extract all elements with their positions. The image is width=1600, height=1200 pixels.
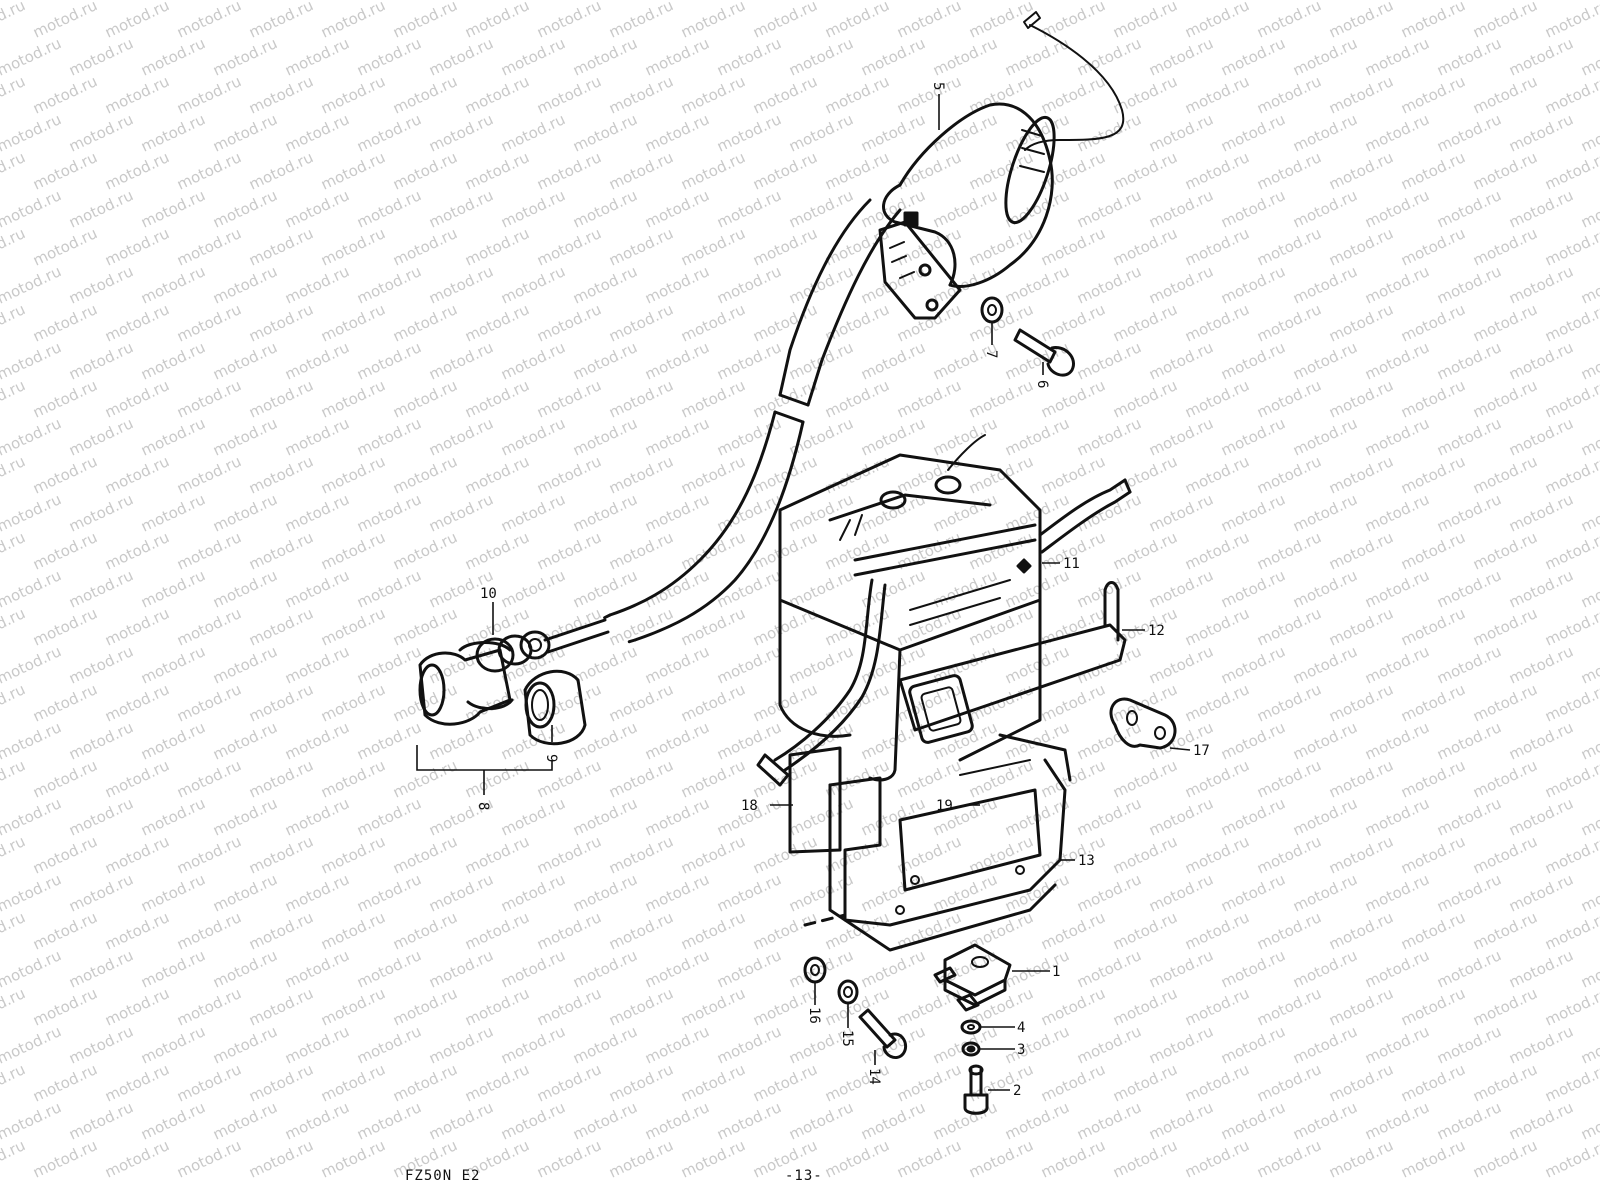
regulator-unit <box>933 943 1012 1012</box>
callout-12: 12 <box>1148 623 1165 639</box>
small-screw <box>963 1064 989 1115</box>
callout-19: 19 <box>936 798 953 814</box>
callout-18: 18 <box>741 798 758 814</box>
callout-1: 1 <box>1052 964 1060 980</box>
spark-plug-cap <box>418 618 610 746</box>
page-number-label: -13- <box>785 1168 823 1184</box>
callout-5: 5 <box>930 82 946 90</box>
holder-bolt <box>858 1008 908 1059</box>
callout-8: 8 <box>475 802 491 810</box>
callout-9: 9 <box>543 754 559 762</box>
holder-lock-washer <box>837 979 859 1005</box>
coil-mount-bolt <box>1013 328 1075 377</box>
callout-10: 10 <box>480 586 497 602</box>
callout-6: 6 <box>1034 380 1050 388</box>
callout-7: 7 <box>983 350 999 358</box>
callout-16: 16 <box>806 1007 822 1024</box>
coil-mount-washer <box>980 296 1004 324</box>
battery-strap <box>898 581 1127 744</box>
small-lock-washer <box>961 1041 981 1057</box>
callout-13: 13 <box>1078 853 1095 869</box>
callout-4: 4 <box>1017 1020 1025 1036</box>
battery <box>756 434 1132 787</box>
callout-17: 17 <box>1193 743 1210 759</box>
callout-leaders <box>416 94 1191 1091</box>
ignition-coil <box>598 11 1125 645</box>
small-washer <box>960 1019 982 1035</box>
wire-clamp <box>1109 697 1177 750</box>
model-code-label: FZ50N E2 <box>405 1168 481 1184</box>
callout-14: 14 <box>866 1068 882 1085</box>
callout-3: 3 <box>1017 1042 1025 1058</box>
callout-numbers: 1 2 3 4 5 6 7 8 9 10 11 12 13 14 15 16 1… <box>475 82 1210 1099</box>
callout-11: 11 <box>1063 556 1080 572</box>
callout-2: 2 <box>1013 1083 1021 1099</box>
callout-15: 15 <box>839 1030 855 1047</box>
holder-washer <box>803 956 827 984</box>
battery-holder <box>788 733 1072 952</box>
